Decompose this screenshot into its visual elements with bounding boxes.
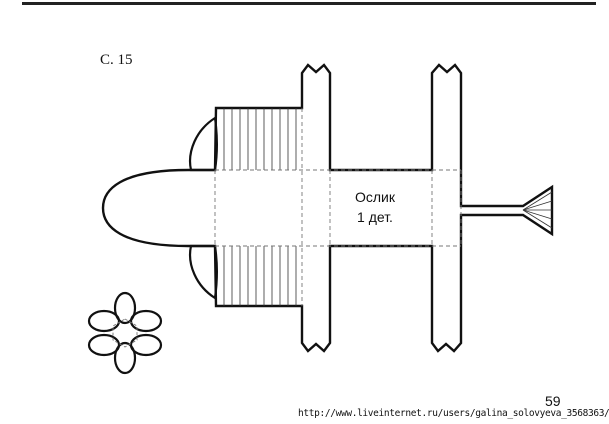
- part-name-label: Ослик: [354, 189, 395, 205]
- cutout-outline: [101, 63, 554, 353]
- glue-tab-hatching-bottom: [223, 246, 297, 306]
- propeller-blade-bottom: [189, 244, 218, 300]
- flower-cutout: [87, 291, 163, 375]
- tail-tassel-lines: [522, 191, 553, 229]
- flower-center: [112, 318, 138, 348]
- part-count-label: 1 дет.: [357, 209, 393, 225]
- fold-lines: [214, 108, 462, 306]
- page-number: 59: [545, 393, 561, 409]
- top-rule: [22, 2, 596, 5]
- source-url: http://www.liveinternet.ru/users/galina_…: [298, 408, 609, 419]
- page-reference: С. 15: [100, 52, 133, 68]
- glue-tab-hatching-top: [223, 108, 297, 170]
- propeller-blade-top: [189, 116, 218, 172]
